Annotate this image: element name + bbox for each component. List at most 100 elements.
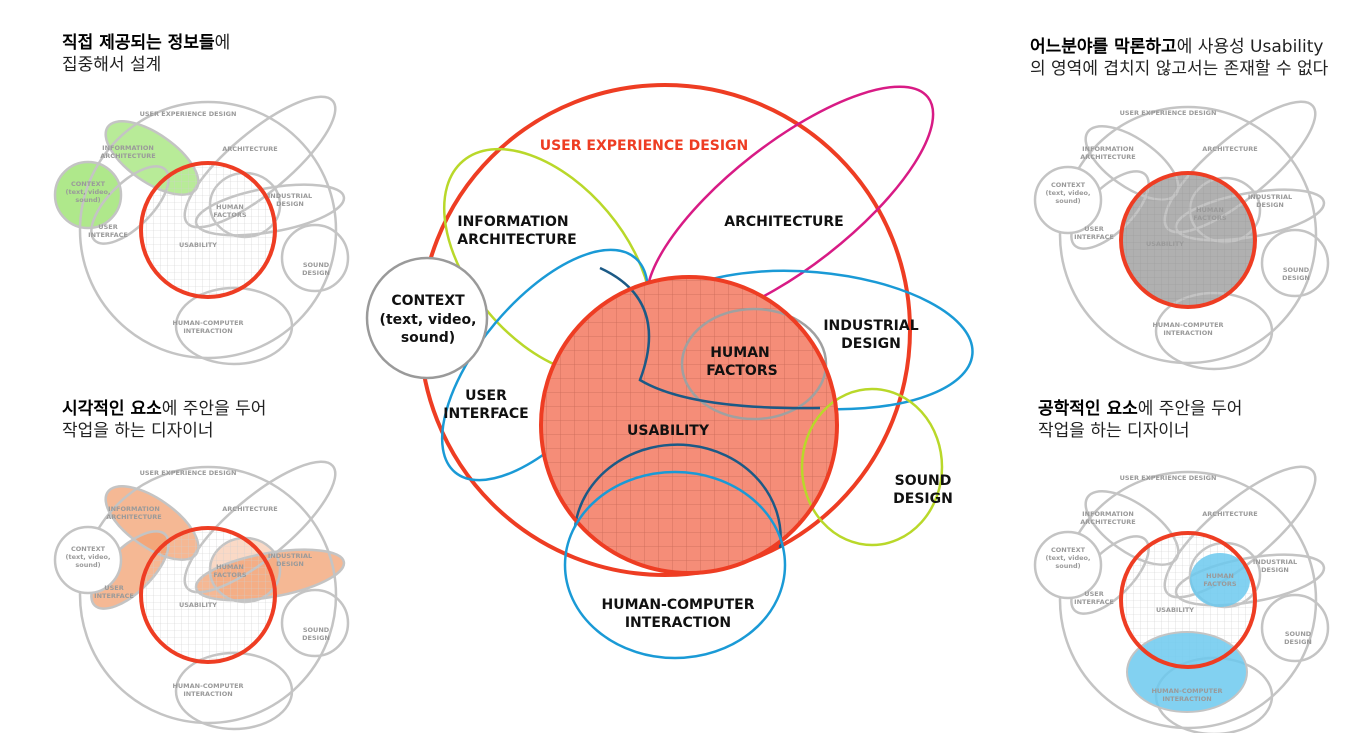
svg-text:INTERFACE: INTERFACE [1074, 233, 1114, 241]
caption-bottom-left-rest: 에 주안을 두어 [161, 399, 267, 419]
svg-text:HUMAN-COMPUTER: HUMAN-COMPUTER [172, 682, 243, 690]
industrial-design-label-1: INDUSTRIAL [823, 318, 918, 334]
svg-text:USER: USER [1084, 225, 1103, 233]
caption-top-left-rest: 에 [214, 33, 231, 53]
svg-text:sound): sound) [75, 196, 100, 204]
svg-text:sound): sound) [1055, 562, 1080, 570]
svg-text:HUMAN-COMPUTER: HUMAN-COMPUTER [172, 319, 243, 327]
user-interface-label-1: USER [465, 388, 507, 404]
svg-text:USER: USER [104, 584, 123, 592]
usability-label: USABILITY [627, 423, 710, 439]
svg-text:FACTORS: FACTORS [213, 211, 246, 219]
svg-text:FACTORS: FACTORS [213, 571, 246, 579]
svg-text:INFORMATION: INFORMATION [1082, 510, 1134, 518]
usability-grid [541, 277, 837, 573]
context-circle [365, 256, 489, 380]
svg-text:(text, video,: (text, video, [66, 188, 111, 196]
svg-text:ARCHITECTURE: ARCHITECTURE [222, 505, 277, 513]
context-label-1: CONTEXT [391, 293, 465, 309]
svg-text:INTERACTION: INTERACTION [183, 690, 232, 698]
svg-text:ARCHITECTURE: ARCHITECTURE [222, 145, 277, 153]
svg-text:USER EXPERIENCE DESIGN: USER EXPERIENCE DESIGN [1120, 109, 1217, 117]
svg-text:DESIGN: DESIGN [1284, 638, 1312, 646]
architecture-label: ARCHITECTURE [724, 214, 843, 230]
svg-text:FACTORS: FACTORS [1193, 214, 1226, 222]
svg-text:HUMAN-COMPUTER: HUMAN-COMPUTER [1151, 687, 1222, 695]
svg-text:sound): sound) [1055, 197, 1080, 205]
svg-text:INDUSTRIAL: INDUSTRIAL [268, 552, 312, 560]
user-interface-label-2: INTERFACE [443, 406, 528, 422]
svg-text:INFORMATION: INFORMATION [108, 505, 160, 513]
svg-text:CONTEXT: CONTEXT [71, 545, 106, 553]
svg-text:USABILITY: USABILITY [179, 601, 217, 609]
svg-text:USER EXPERIENCE DESIGN: USER EXPERIENCE DESIGN [140, 469, 237, 477]
svg-text:SOUND: SOUND [1285, 630, 1312, 638]
mini-diagram-bottom-right: USER EXPERIENCE DESIGN INFORMATION ARCHI… [1033, 446, 1334, 733]
caption-bottom-right-line2: 작업을 하는 디자이너 [1038, 421, 1190, 441]
svg-text:HUMAN: HUMAN [216, 203, 244, 211]
svg-text:HUMAN: HUMAN [216, 563, 244, 571]
caption-top-right-rest: 에 사용성 Usability [1176, 37, 1324, 57]
ia-label-1: INFORMATION [457, 214, 568, 230]
svg-text:INTERACTION: INTERACTION [1163, 329, 1212, 337]
svg-text:DESIGN: DESIGN [1256, 201, 1284, 209]
hci-label-2: INTERACTION [625, 615, 731, 631]
svg-text:INTERFACE: INTERFACE [1074, 598, 1114, 606]
caption-top-right-bold: 어느분야를 막론하고 [1030, 37, 1177, 57]
ux-label: USER EXPERIENCE DESIGN [540, 138, 749, 154]
svg-text:INTERFACE: INTERFACE [88, 231, 128, 239]
svg-text:INDUSTRIAL: INDUSTRIAL [1248, 193, 1292, 201]
svg-text:ARCHITECTURE: ARCHITECTURE [1202, 510, 1257, 518]
svg-text:CONTEXT: CONTEXT [1051, 181, 1086, 189]
caption-bottom-right: 공학적인 요소에 주안을 두어 작업을 하는 디자이너 [1038, 398, 1242, 442]
svg-text:INDUSTRIAL: INDUSTRIAL [268, 192, 312, 200]
svg-text:INTERACTION: INTERACTION [1162, 695, 1211, 703]
svg-text:INFORMATION: INFORMATION [102, 144, 154, 152]
svg-text:sound): sound) [75, 561, 100, 569]
svg-text:FACTORS: FACTORS [1203, 580, 1236, 588]
svg-text:SOUND: SOUND [303, 626, 330, 634]
svg-text:USABILITY: USABILITY [179, 241, 217, 249]
svg-text:USER: USER [98, 223, 117, 231]
sound-design-label-1: SOUND [895, 473, 952, 489]
svg-text:DESIGN: DESIGN [1261, 566, 1289, 574]
svg-text:SOUND: SOUND [1283, 266, 1310, 274]
human-factors-label-1: HUMAN [710, 345, 770, 361]
ui-inner-arc [599, 266, 821, 410]
svg-text:CONTEXT: CONTEXT [71, 180, 106, 188]
human-factors-label-2: FACTORS [706, 363, 777, 379]
svg-text:DESIGN: DESIGN [1282, 274, 1310, 282]
svg-text:ARCHITECTURE: ARCHITECTURE [100, 152, 155, 160]
svg-text:(text, video,: (text, video, [1046, 554, 1091, 562]
svg-text:CONTEXT: CONTEXT [1051, 546, 1086, 554]
svg-text:INTERACTION: INTERACTION [183, 327, 232, 335]
caption-top-right-line2: 의 영역에 겹치지 않고서는 존재할 수 없다 [1030, 59, 1329, 79]
svg-text:INFORMATION: INFORMATION [1082, 145, 1134, 153]
caption-bottom-right-rest: 에 주안을 두어 [1137, 399, 1243, 419]
main-diagram: USER EXPERIENCE DESIGN INFORMATION ARCHI… [365, 83, 974, 660]
hci-ellipse [563, 470, 787, 660]
caption-bottom-left-bold: 시각적인 요소 [62, 399, 162, 419]
hci-label-1: HUMAN-COMPUTER [601, 597, 754, 613]
svg-text:ARCHITECTURE: ARCHITECTURE [1080, 153, 1135, 161]
svg-text:ARCHITECTURE: ARCHITECTURE [1080, 518, 1135, 526]
svg-text:ARCHITECTURE: ARCHITECTURE [1202, 145, 1257, 153]
industrial-design-label-2: DESIGN [841, 336, 901, 352]
svg-text:DESIGN: DESIGN [276, 560, 304, 568]
caption-top-right: 어느분야를 막론하고에 사용성 Usability 의 영역에 겹치지 않고서는… [1030, 36, 1328, 80]
svg-text:DESIGN: DESIGN [276, 200, 304, 208]
mini-diagram-top-right: USER EXPERIENCE DESIGN INFORMATION ARCHI… [1033, 81, 1334, 371]
svg-text:(text, video,: (text, video, [66, 553, 111, 561]
caption-bottom-left: 시각적인 요소에 주안을 두어 작업을 하는 디자이너 [62, 398, 266, 442]
context-label-3: sound) [401, 330, 455, 346]
context-label-2: (text, video, [380, 312, 477, 328]
svg-text:HUMAN-COMPUTER: HUMAN-COMPUTER [1152, 321, 1223, 329]
sound-design-ellipse [800, 387, 944, 547]
svg-text:ARCHITECTURE: ARCHITECTURE [106, 513, 161, 521]
svg-text:DESIGN: DESIGN [302, 269, 330, 277]
svg-text:USABILITY: USABILITY [1156, 606, 1194, 614]
sound-design-label-2: DESIGN [893, 491, 953, 507]
caption-top-left-bold: 직접 제공되는 정보들 [62, 33, 215, 53]
svg-text:HUMAN: HUMAN [1206, 572, 1234, 580]
